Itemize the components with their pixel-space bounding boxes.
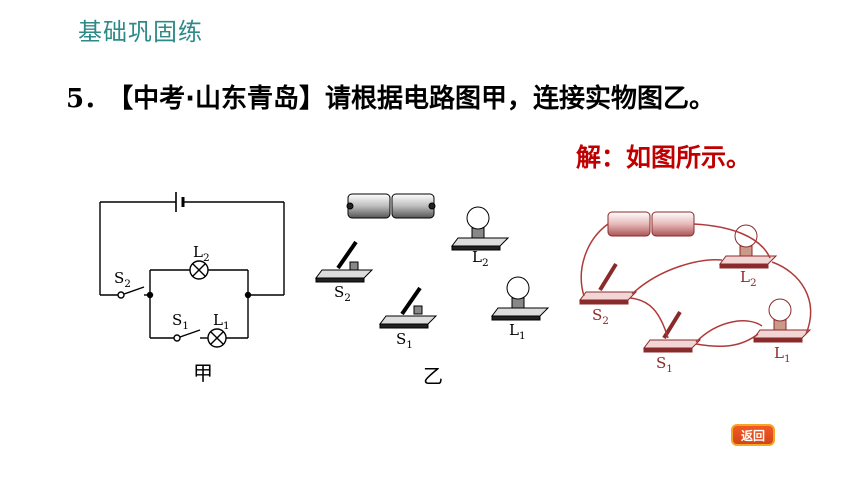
physical-label-s1: S1 — [396, 330, 413, 351]
physical-lamp-l1 — [491, 276, 550, 321]
solution-label-s2: S2 — [592, 306, 609, 327]
physical-battery — [346, 193, 436, 219]
solution-wires — [580, 223, 812, 348]
solution-label-l1: L1 — [774, 344, 791, 365]
circuit-label-l2: L2 — [193, 243, 210, 264]
solution-label-l2: L2 — [740, 268, 757, 289]
back-button[interactable]: 返回 — [731, 424, 775, 446]
physical-lamp-l2 — [451, 206, 510, 251]
physical-label-l1: L1 — [509, 321, 526, 342]
circuit-diagram — [99, 192, 285, 348]
physical-label-s2: S2 — [334, 283, 351, 304]
circuit-label-s2: S2 — [114, 269, 131, 290]
physical-switch-s1 — [379, 286, 438, 329]
question-text: 5． 【中考·山东青岛】请根据电路图甲，连接实物图乙。 — [66, 78, 715, 115]
circuit-label-l1: L1 — [213, 311, 230, 332]
circuit-label-s1: S1 — [172, 311, 189, 332]
answer-text: 解：如图所示。 — [576, 143, 752, 172]
solution-label-s1: S1 — [656, 354, 673, 375]
solution-diagram — [579, 211, 812, 353]
physical-caption: 乙 — [423, 364, 443, 388]
question-body: 【中考·山东青岛】请根据电路图甲，连接实物图乙。 — [120, 84, 715, 114]
physical-switch-s2 — [315, 240, 374, 283]
section-title: 基础巩固练 — [78, 18, 203, 46]
physical-label-l2: L2 — [472, 248, 489, 269]
circuit-caption: 甲 — [193, 361, 213, 385]
question-number: 5． — [66, 84, 111, 114]
